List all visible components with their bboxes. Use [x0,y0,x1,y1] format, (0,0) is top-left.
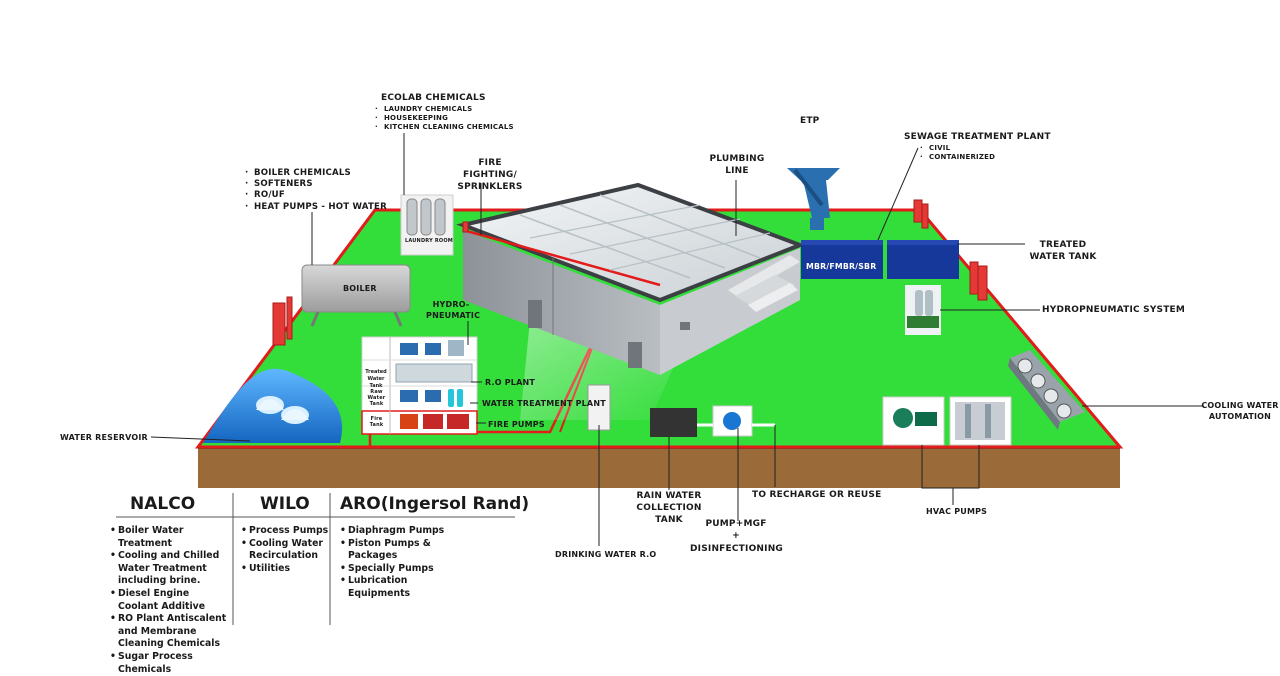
boiler-label: BOILER [343,284,377,293]
water-reservoir-label: WATER RESERVOIR [60,433,148,442]
boiler-item: BOILER CHEMICALS [245,168,387,179]
stp-list: CIVIL CONTAINERIZED [920,144,995,162]
water-treatment-plant-label: WATER TREATMENT PLANT [482,399,606,408]
raw-tank-label: Raw Water Tank [367,389,386,407]
brand-aro-list: Diaphragm Pumps Piston Pumps & Packages … [340,525,450,601]
stp-tanks [801,240,959,279]
fire-tank-label: Fire Tank [369,416,384,428]
ro-plant-label: R.O PLANT [485,378,536,387]
list-item: Utilities [241,563,329,576]
list-item: Cooling Water Recirculation [241,538,329,563]
hvac-pumps-label: HVAC PUMPS [926,507,988,516]
list-item: Cooling and Chilled Water Treatment incl… [110,550,232,588]
ground-soil [198,447,1120,488]
cooling-tower [1008,350,1085,430]
plumbing-label: PLUMBING LINE [709,154,765,176]
list-item: Specially Pumps [340,563,450,576]
stp-item: CONTAINERIZED [920,153,995,162]
rain-water-label: RAIN WATER COLLECTION TANK [636,491,702,525]
stp-item: CIVIL [920,144,995,153]
list-item: RO Plant Antiscalent and Membrane Cleani… [110,613,232,651]
ecolab-item: LAUNDRY CHEMICALS [375,105,514,114]
ecolab-item: HOUSEKEEPING [375,114,514,123]
list-item: Diesel Engine Coolant Additive [110,588,232,613]
fire-hydrant-boxes [272,199,988,346]
water-reservoir [203,368,343,443]
hydropneumatic-unit [905,285,941,335]
list-item: Lubrication Equipments [340,575,450,600]
leader-lines [150,133,1204,546]
brand-nalco-list: Boiler Water Treatment Cooling and Chill… [110,525,232,676]
brand-wilo-list: Process Pumps Cooling Water Recirculatio… [241,525,329,575]
laundry-room [400,194,454,256]
brand-nalco-title: NALCO [130,494,196,514]
svg-text:Water: Water [368,376,385,382]
boiler-item: HEAT PUMPS - HOT WATER [245,202,387,213]
fire-fighting-label: FIRE FIGHTING/ SPRINKLERS [457,158,523,192]
water-treatment-block: Treated Water Tank [361,336,478,435]
boiler-list: BOILER CHEMICALS SOFTENERS RO/UF HEAT PU… [245,168,387,213]
svg-text:Tank: Tank [369,383,383,389]
brand-aro-title: ARO(Ingersol Rand) [340,494,530,514]
drinking-water-label: DRINKING WATER R.O [555,550,657,559]
rain-water-tank [650,408,697,437]
plus-label: + [732,531,740,541]
factory-building [456,182,806,375]
list-item: Diaphragm Pumps [340,525,450,538]
to-recharge-label: TO RECHARGE OR REUSE [752,490,882,500]
list-item: Piston Pumps & Packages [340,538,450,563]
treated-water-tank-label: TREATED WATER TANK [1029,240,1097,262]
hydro-pneumatic-label: HYDRO- PNEUMATIC [426,300,481,320]
brand-dividers [116,493,515,625]
svg-text:Treated: Treated [365,369,387,375]
mbr-label: MBR/FMBR/SBR [806,262,877,271]
list-item: Boiler Water Treatment [110,525,232,550]
list-item: Process Pumps [241,525,329,538]
pump-mgf-label: PUMP+MGF [705,519,767,529]
hydropneumatic-system-label: HYDROPNEUMATIC SYSTEM [1042,305,1186,315]
etp-structure [787,168,840,230]
hvac-pump-photos [882,396,1012,446]
boiler-item: RO/UF [245,190,387,201]
cooling-water-label: COOLING WATER AUTOMATION [1201,401,1279,421]
stp-title: SEWAGE TREATMENT PLANT [904,132,1051,142]
laundry-room-label: LAUNDRY ROOM [405,238,453,244]
fire-pumps-label: FIRE PUMPS [488,420,545,429]
boiler-item: SOFTENERS [245,179,387,190]
ecolab-list: LAUNDRY CHEMICALS HOUSEKEEPING KITCHEN C… [375,105,514,132]
ecolab-title: ECOLAB CHEMICALS [381,93,486,103]
disinfectioning-label: DISINFECTIONING [690,544,784,554]
boiler-unit [301,264,411,327]
brand-wilo-title: WILO [260,494,310,514]
ecolab-item: KITCHEN CLEANING CHEMICALS [375,123,514,132]
list-item: Sugar Process Chemicals [110,651,232,676]
etp-label: ETP [800,116,820,126]
